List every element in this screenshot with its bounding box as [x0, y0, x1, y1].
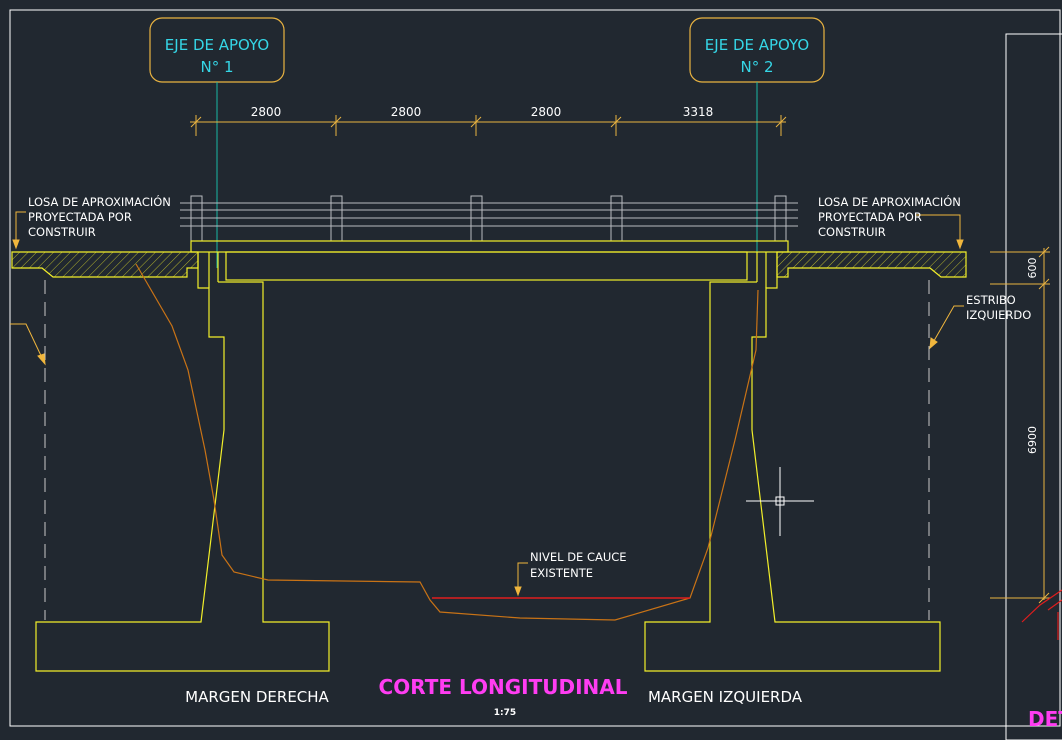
axis-label-2[interactable]: EJE DE APOYO N° 2: [689, 17, 825, 83]
span-dimensions: 2800 2800 2800 3318: [190, 105, 787, 136]
detail-frame: [1005, 33, 1062, 740]
deck-slab: [190, 240, 789, 253]
drawing-title: CORTE LONGITUDINAL: [379, 675, 628, 699]
annotation-texts: LOSA DE APROXIMACIÓN PROYECTADA POR CONS…: [28, 194, 1031, 580]
dim-top-value: 600: [1026, 258, 1039, 279]
margin-right-label: MARGEN IZQUIERDA: [648, 688, 803, 706]
estribo-line2: IZQUIERDO: [966, 308, 1031, 322]
approach-right-line2: PROYECTADA POR: [818, 210, 922, 224]
leaders: [10, 211, 964, 597]
axis-label-1-title: EJE DE APOYO: [165, 36, 269, 54]
span-1-value: 2800: [251, 105, 282, 119]
approach-right-line3: CONSTRUIR: [818, 225, 886, 239]
vertical-dimension: 600 6900: [990, 246, 1050, 604]
axis-label-1[interactable]: EJE DE APOYO N° 1: [149, 17, 285, 83]
right-abutment: [644, 252, 941, 672]
nivel-line2: EXISTENTE: [530, 566, 593, 580]
span-4-value: 3318: [683, 105, 714, 119]
axis-label-2-number: N° 2: [740, 58, 773, 76]
approach-left-line2: PROYECTADA POR: [28, 210, 132, 224]
terrain-profile: [135, 263, 759, 621]
dim-main-value: 6900: [1026, 426, 1039, 454]
nivel-line1: NIVEL DE CAUCE: [530, 550, 627, 564]
approach-left-line1: LOSA DE APROXIMACIÓN: [28, 194, 171, 209]
axis-label-2-title: EJE DE APOYO: [705, 36, 809, 54]
cad-crosshair-cursor[interactable]: [746, 467, 814, 536]
axis-label-1-number: N° 1: [200, 58, 233, 76]
girder: [225, 251, 748, 281]
approach-slab-left: [11, 251, 199, 278]
detail-fragment: [1021, 589, 1062, 640]
span-3-value: 2800: [531, 105, 562, 119]
approach-left-line3: CONSTRUIR: [28, 225, 96, 239]
detail-title-cut: DET: [1028, 707, 1062, 731]
approach-right-line1: LOSA DE APROXIMACIÓN: [818, 194, 961, 209]
span-2-value: 2800: [391, 105, 422, 119]
bridge-railing: [180, 195, 798, 242]
estribo-line1: ESTRIBO: [966, 293, 1016, 307]
drawing-scale: 1:75: [494, 708, 516, 718]
left-abutment: [35, 252, 330, 672]
sheet-border: [9, 9, 1061, 727]
approach-slab-right: [776, 251, 967, 278]
margin-left-label: MARGEN DERECHA: [185, 688, 329, 706]
bridge-structure: [35, 240, 941, 672]
